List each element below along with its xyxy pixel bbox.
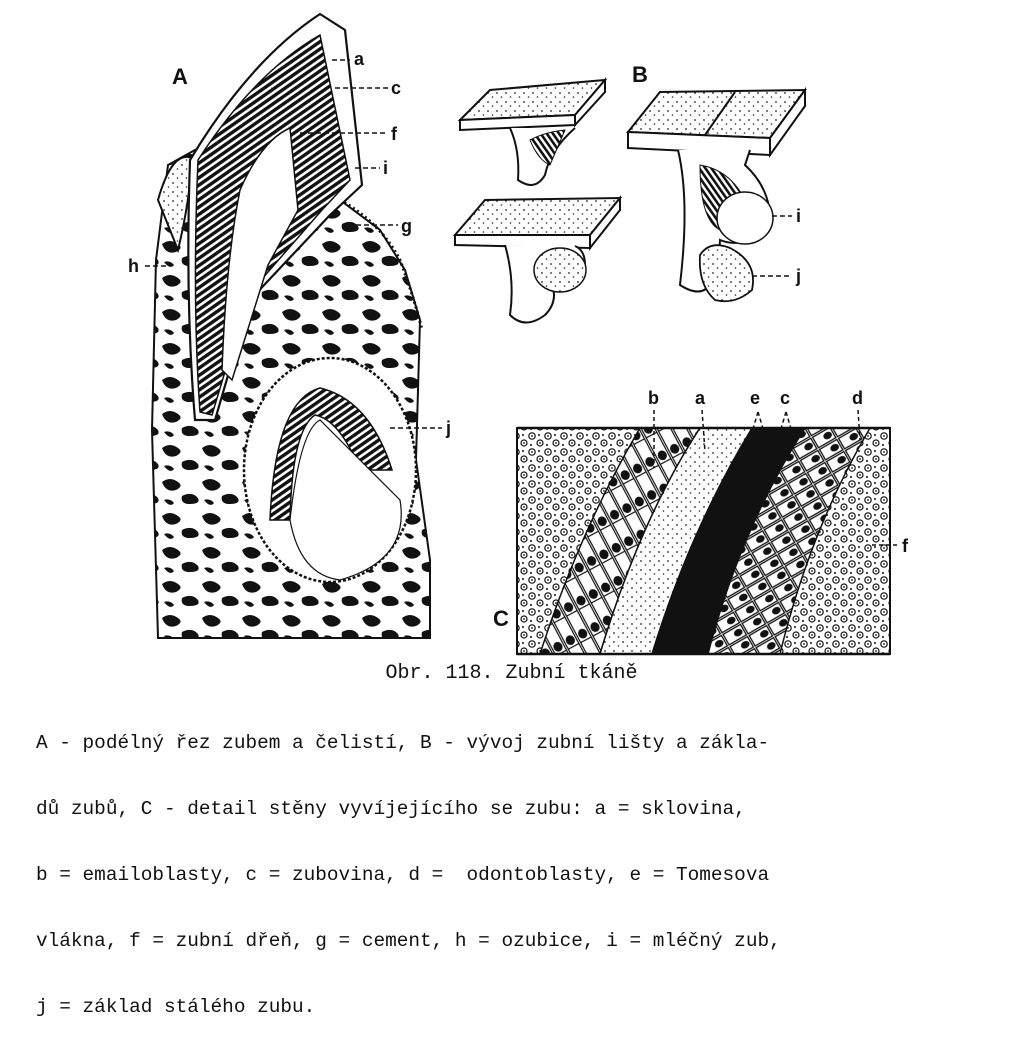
label-a-c: c: [391, 78, 401, 98]
caption-line: vlákna, f = zubní dřeň, g = cement, h = …: [36, 930, 781, 952]
figure-caption-body: A - podélný řez zubem a čelistí, B - výv…: [36, 688, 1016, 1040]
label-c-d: d: [852, 388, 863, 408]
permanent-tooth-crown: [269, 387, 394, 521]
label-c-f: f: [902, 536, 909, 556]
lamina-stage-2: [452, 195, 623, 324]
label-a-i: i: [383, 158, 388, 178]
panel-c-letter: C: [493, 606, 509, 631]
label-a-f: f: [391, 124, 398, 144]
panel-b-leader-lines: [752, 215, 792, 277]
caption-line: j = základ stálého zubu.: [36, 996, 316, 1018]
label-a-g: g: [401, 216, 412, 236]
permanent-tooth-pulp: [289, 419, 402, 581]
caption-line: b = emailoblasty, c = zubovina, d = odon…: [36, 864, 770, 886]
lamina-stage-1: [457, 77, 608, 186]
tooth-pulp: [221, 126, 299, 382]
caption-line: dů zubů, C - detail stěny vyvíjejícího s…: [36, 798, 746, 820]
gum-surface: [339, 198, 424, 331]
label-b-i: i: [796, 206, 801, 226]
figure-caption-title: Obr. 118. Zubní tkáně: [385, 662, 638, 685]
label-a-j: j: [445, 418, 451, 438]
panel-c-leader-lines: [653, 409, 900, 546]
panel-c-tooth-wall: [516, 409, 900, 656]
panel-b-dental-lamina: [452, 77, 807, 324]
panel-a-leader-lines: [145, 59, 442, 429]
label-c-a: a: [695, 388, 706, 408]
label-c-c: c: [780, 388, 790, 408]
label-b-j: j: [795, 266, 801, 286]
dentin-layer: [652, 428, 805, 654]
caption-line: A - podélný řez zubem a čelistí, B - výv…: [36, 732, 770, 754]
label-c-b: b: [648, 388, 659, 408]
panel-a-tooth-section: [145, 12, 442, 639]
panel-b-letter: B: [632, 62, 648, 87]
lamina-stage-3: [625, 86, 807, 303]
label-c-e: e: [750, 388, 760, 408]
label-a-a: a: [354, 49, 365, 69]
label-a-h: h: [128, 256, 139, 276]
panel-a-letter: A: [172, 64, 188, 89]
tooth-tissue-figure: A a c f i g h j: [128, 12, 909, 656]
